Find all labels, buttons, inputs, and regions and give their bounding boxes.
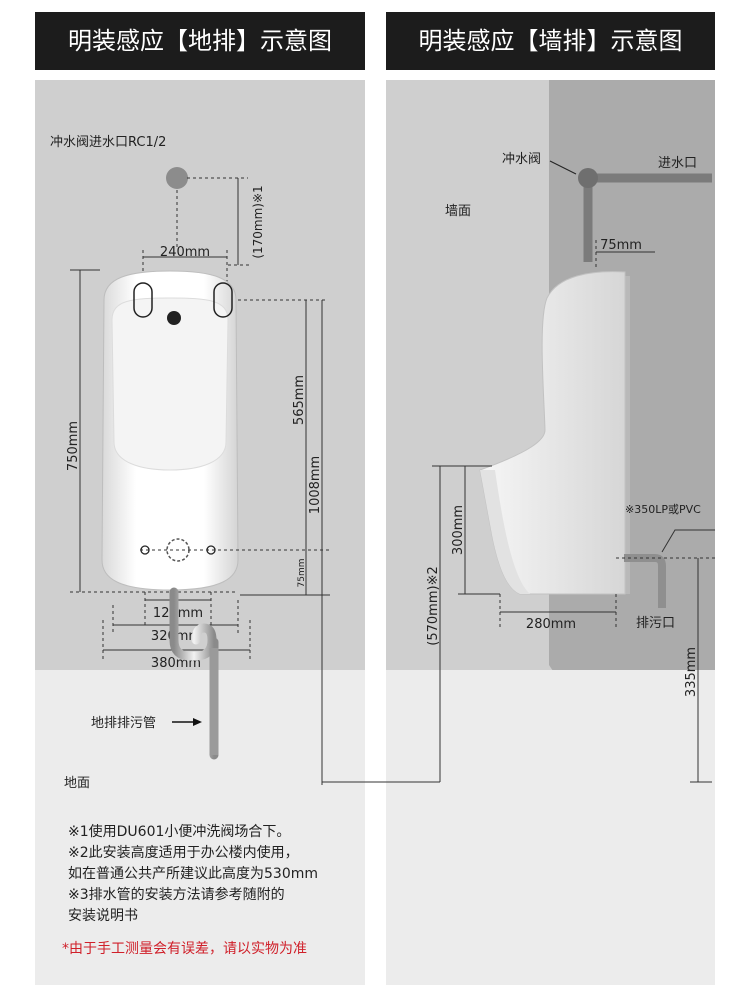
- note-line: ※1使用DU601小便冲洗阀场合下。: [68, 824, 291, 840]
- height-1008-label: 1008mm: [308, 456, 323, 514]
- wall-view-floor: [386, 670, 715, 985]
- drain-outlet-label: 排污口: [636, 616, 675, 631]
- wall-inlet-label: 进水口: [658, 156, 697, 171]
- floor-drain-label: 地排排污管: [91, 716, 156, 731]
- valve-label: 冲水阀: [502, 152, 541, 167]
- note-line: 安装说明书: [68, 908, 138, 924]
- height-565-label: 565mm: [292, 375, 307, 425]
- mount-slot-right: [213, 282, 233, 318]
- urinal-lip: [480, 470, 530, 594]
- note-line: ※3排水管的安装方法请参考随附的: [68, 887, 285, 903]
- note-line: ※2此安装高度适用于办公楼内使用，: [68, 845, 299, 861]
- floor-label: 地面: [64, 776, 90, 791]
- height-750-label: 750mm: [66, 421, 81, 471]
- height-300-label: 300mm: [451, 505, 466, 555]
- height-570-label: (570mm)※2: [426, 566, 441, 645]
- height-170-label: (170mm)※1: [251, 185, 265, 258]
- depth-280-label: 280mm: [526, 617, 576, 632]
- height-335-label: 335mm: [684, 647, 699, 697]
- inlet-label: 冲水阀进水口RC1/2: [50, 135, 166, 150]
- side-wall: [549, 80, 715, 825]
- warning-note: *由于手工测量会有误差，请以实物为准: [62, 941, 307, 957]
- height-75-label: 75mm: [297, 559, 307, 588]
- floor-diagram-title: 明装感应【地排】示意图: [35, 12, 365, 70]
- notes: ※1使用DU601小便冲洗阀场合下。 ※2此安装高度适用于办公楼内使用， 如在普…: [68, 822, 398, 927]
- width-240-label: 240mm: [160, 245, 210, 260]
- inlet-port-icon: [166, 167, 188, 189]
- wall-surface-label: 墙面: [445, 204, 471, 219]
- urinal-bowl: [111, 297, 229, 471]
- wall-diagram-title: 明装感应【墙排】示意图: [386, 12, 715, 70]
- urinal-back-edge: [624, 276, 630, 594]
- pipe-spec-label: ※350LP或PVC: [625, 503, 701, 516]
- sensor-icon: [167, 311, 181, 325]
- mount-slot-left: [133, 282, 153, 318]
- wall-drain-pipe: [624, 554, 666, 608]
- valve-icon: [578, 168, 598, 188]
- note-line: 如在普通公共产所建议此高度为530mm: [68, 866, 318, 882]
- offset-75-label: 75mm: [600, 238, 642, 253]
- arrow-right-icon: [193, 718, 202, 726]
